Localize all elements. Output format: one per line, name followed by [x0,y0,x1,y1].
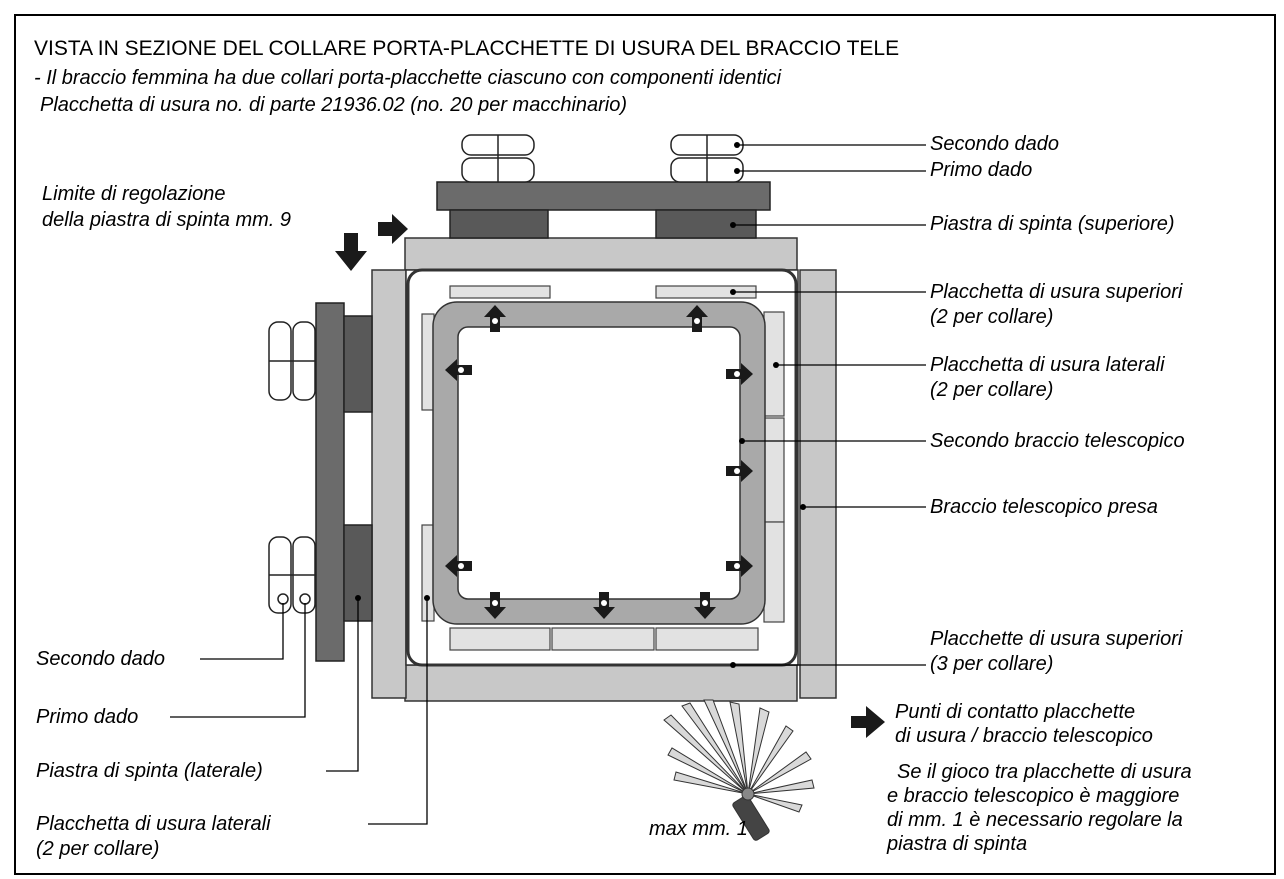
subtitle-line-2: Placchetta di usura no. di parte 21936.0… [40,94,628,116]
limit-label-line-1: Limite di regolazione [42,183,226,205]
feeler-gauge-icon [663,699,815,841]
label-placchetta-superiori-count: (2 per collare) [930,306,1054,328]
label-max: max mm. 1 [649,818,748,840]
label-primo-dado-left: Primo dado [36,706,139,728]
contact-arrows [445,305,753,619]
note-line-2: e braccio telescopico è maggiore [887,785,1180,807]
label-placchetta-laterali-left: Placchetta di usura laterali [36,813,271,835]
label-primo-dado-top: Primo dado [930,159,1033,181]
label-braccio-presa: Braccio telescopico presa [930,496,1158,518]
diagram-title: VISTA IN SEZIONE DEL COLLARE PORTA-PLACC… [34,37,900,60]
limit-label-line-2: della piastra di spinta mm. 9 [42,209,292,231]
legend-contact-line-1: Punti di contatto placchette [895,701,1136,723]
note-line-1: Se il gioco tra placchette di usura [897,761,1192,783]
diagram-frame [14,14,1276,875]
label-piastra-laterale: Piastra di spinta (laterale) [36,760,263,782]
label-placchette-superiori-3: Placchette di usura superiori [930,628,1183,650]
side-thrust-plate [315,302,373,662]
inner-tube [432,301,766,625]
label-placchetta-laterali-left-count: (2 per collare) [36,838,160,860]
subtitle-line-1: - Il braccio femmina ha due collari port… [34,67,782,89]
leader-lines [170,144,926,825]
label-placchetta-laterali-right-count: (2 per collare) [930,379,1054,401]
side-nuts [268,321,316,614]
note-line-4: piastra di spinta [887,833,1028,855]
top-thrust-plate [436,181,771,239]
outer-tube-outline [406,268,798,667]
label-secondo-dado-left: Secondo dado [36,648,166,670]
legend-contact-line-2: di usura / braccio telescopico [895,725,1153,747]
leader-dots [355,142,806,668]
note-line-3: di mm. 1 è necessario regolare la [887,809,1183,831]
label-placchetta-superiori: Placchetta di usura superiori [930,281,1183,303]
wear-pads [421,285,785,651]
label-placchette-superiori-3-count: (3 per collare) [930,653,1054,675]
label-placchetta-laterali-right: Placchetta di usura laterali [930,354,1165,376]
legend-arrow-icon [851,706,885,738]
label-piastra-superiore: Piastra di spinta (superiore) [930,213,1175,235]
adjustment-arrows [335,214,408,271]
label-secondo-braccio: Secondo braccio telescopico [930,430,1185,452]
top-nuts [461,134,744,183]
label-secondo-dado-top: Secondo dado [930,133,1060,155]
